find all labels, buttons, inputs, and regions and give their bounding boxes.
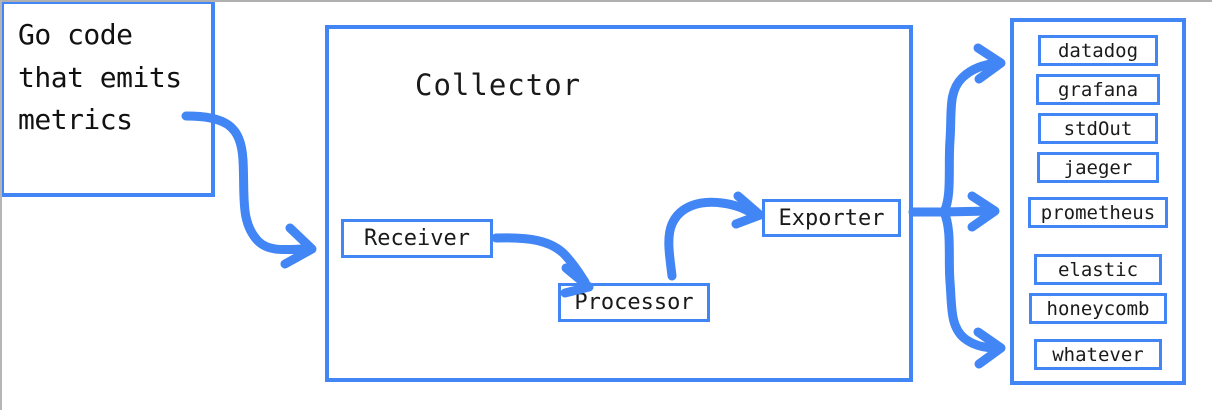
collector-component-processor: Processor [558, 283, 710, 322]
backend-item-prometheus: prometheus [1028, 197, 1168, 228]
backend-item-honeycomb: honeycomb [1029, 293, 1167, 324]
backend-item-whatever: whatever [1034, 339, 1162, 370]
arrow-exporter-to-backends-lower [939, 207, 1006, 369]
collector-component-exporter: Exporter [762, 199, 901, 237]
window-frame-left-edge [0, 0, 2, 410]
arrow-exporter-to-backends-middle [939, 191, 1000, 232]
backend-item-datadog: datadog [1038, 35, 1158, 66]
window-frame-top-edge [0, 0, 1212, 2]
backend-item-jaeger: jaeger [1037, 152, 1159, 183]
backends-container: datadog grafana stdOut jaeger prometheus… [1010, 18, 1186, 385]
arrow-exporter-to-backends-upper [939, 43, 1006, 217]
backend-item-elastic: elastic [1034, 254, 1162, 285]
backend-item-grafana: grafana [1036, 74, 1160, 105]
source-go-code-label: Go code that emits metrics [18, 18, 182, 137]
collector-title: Collector [415, 68, 582, 102]
collector-component-receiver: Receiver [341, 219, 493, 258]
backend-item-stdout: stdOut [1038, 113, 1158, 144]
source-go-code-box: Go code that emits metrics [0, 0, 215, 197]
